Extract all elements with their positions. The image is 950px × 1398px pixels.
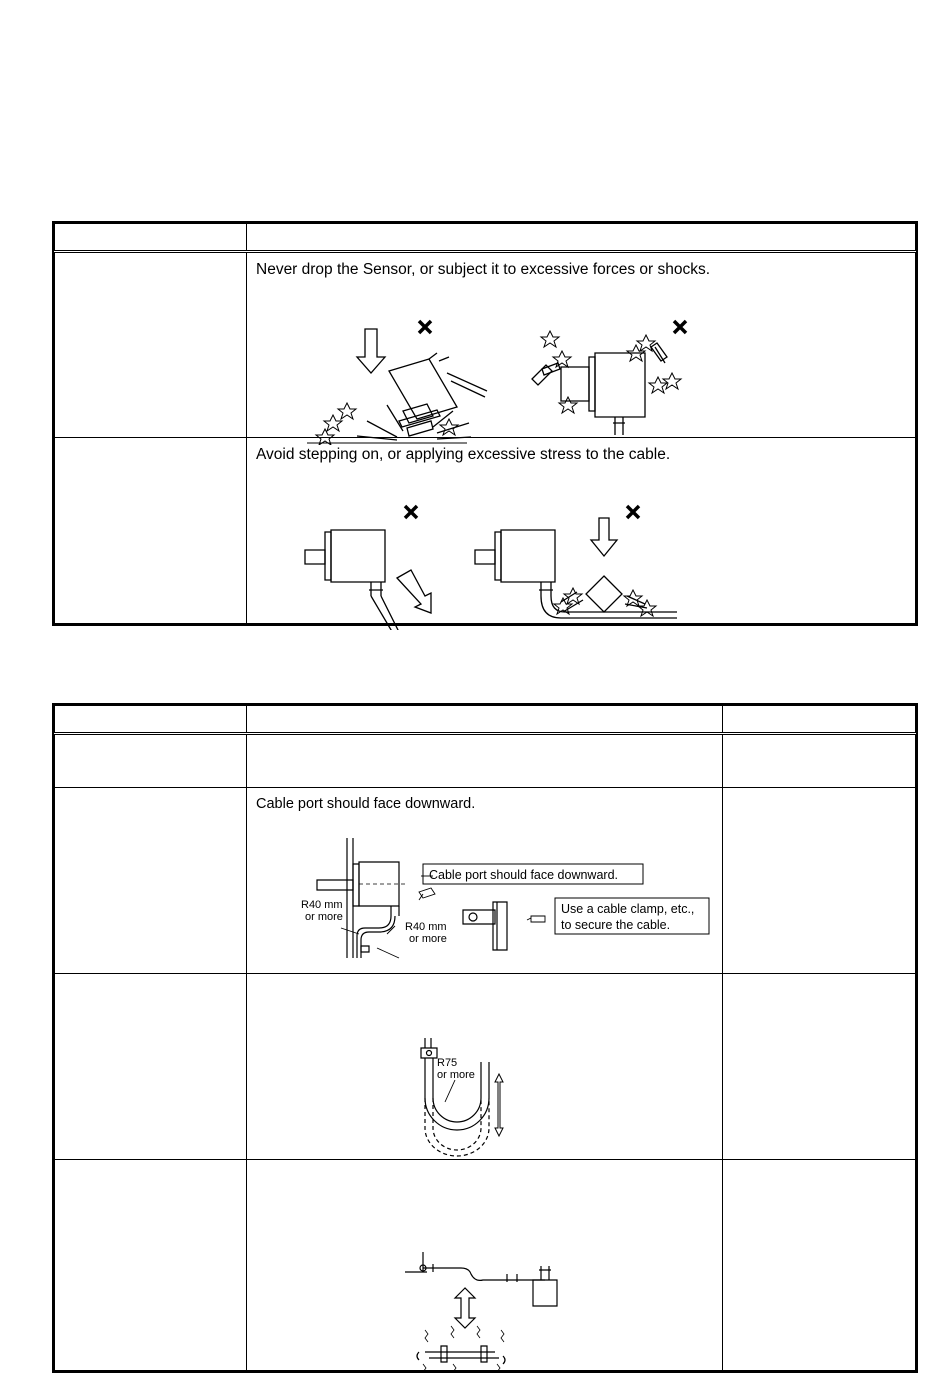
bending-arrow-icon <box>395 569 432 614</box>
label-cell <box>54 787 247 974</box>
callout-cable-clamp: to secure the cable. <box>561 918 670 932</box>
double-arrow-icon <box>453 1287 477 1329</box>
cable-stress-illustration <box>304 504 677 630</box>
table-row: Never drop the Sensor, or subject it to … <box>54 251 916 445</box>
cable-vibration-illustration <box>405 1252 558 1373</box>
cable-line <box>423 1264 545 1282</box>
table-row <box>54 733 916 788</box>
content-cell: Never drop the Sensor, or subject it to … <box>246 251 916 445</box>
sensor-drop-and-impact-illustration <box>307 319 688 445</box>
note-cell <box>722 973 916 1160</box>
header-cell <box>722 705 916 735</box>
header-cell <box>54 705 247 735</box>
pointing-hand-icon <box>418 887 436 901</box>
precaution-text: Never drop the Sensor, or subject it to … <box>256 261 711 278</box>
table-row: Avoid stepping on, or applying excessive… <box>54 437 916 630</box>
content-cell: Avoid stepping on, or applying excessive… <box>246 437 916 630</box>
header-cell <box>54 223 247 253</box>
label-cell <box>54 973 247 1160</box>
content-cell <box>246 1159 723 1373</box>
impact-lines <box>307 404 472 444</box>
callout-cable-clamp: Use a cable clamp, etc., <box>561 902 694 916</box>
precaution-text: Cable port should face downward. <box>256 796 476 812</box>
radius-label-b: or more <box>409 933 447 945</box>
label-cell <box>54 733 247 788</box>
note-cell <box>722 1159 916 1371</box>
prohibited-x-icon <box>625 504 641 520</box>
falling-arrow-icon <box>355 328 387 374</box>
u-bend-cable <box>424 1058 490 1131</box>
precautions-table-2: Cable port should face downward. <box>52 703 918 1373</box>
radius-label: or more <box>437 1069 475 1081</box>
callout-cable-port: Cable port should face downward. <box>429 868 618 882</box>
content-cell: R75 or more <box>246 973 723 1160</box>
leader-lines <box>340 875 433 959</box>
label-cell <box>54 251 247 438</box>
wall-mount <box>405 1252 427 1273</box>
radius-label-a: or more <box>305 911 343 923</box>
radius-label-b: R40 mm <box>405 921 447 933</box>
weight-block-icon <box>585 575 623 613</box>
content-cell: Cable port should face downward. <box>246 787 723 974</box>
sensor-body-icon <box>304 529 399 630</box>
sensor-body-icon <box>388 352 488 437</box>
content-cell <box>246 733 723 788</box>
radius-label-a: R40 mm <box>301 899 343 911</box>
header-cell <box>246 705 723 735</box>
note-cell <box>722 787 916 974</box>
sensor-body-icon <box>560 352 646 435</box>
table-header-row <box>54 705 916 735</box>
hammer-icon <box>531 362 561 386</box>
u-bend-cable-dashed <box>424 1098 490 1157</box>
cable-port-orientation-illustration: R40 mm or more R40 mm or more Cable port… <box>301 838 710 959</box>
falling-arrow-icon <box>589 517 619 558</box>
radius-label: R75 <box>437 1057 457 1069</box>
sensor-body-icon <box>532 1266 558 1307</box>
star-icon <box>552 586 658 618</box>
vibration-lines-icon <box>422 1325 505 1373</box>
cable-clamp-icon <box>420 1038 438 1059</box>
mounting-panel <box>346 838 354 958</box>
note-cell <box>722 733 916 788</box>
table-row <box>54 1159 916 1373</box>
prohibited-x-icon <box>403 504 419 520</box>
table-row: Cable port should face downward. <box>54 787 916 974</box>
star-icon <box>539 329 683 415</box>
vibrating-base <box>416 1345 506 1365</box>
prohibited-x-icon <box>417 319 433 335</box>
precaution-text: Avoid stepping on, or applying excessive… <box>256 446 671 463</box>
label-cell <box>54 437 247 624</box>
table-header-row <box>54 223 916 253</box>
hammer-icon <box>650 342 668 364</box>
impact-lines <box>560 591 648 613</box>
pointing-hand-icon <box>526 915 546 923</box>
table-row: R75 or more <box>54 973 916 1160</box>
sensor-body-icon <box>316 861 405 958</box>
double-arrow-icon <box>494 1072 504 1138</box>
label-cell <box>54 1159 247 1371</box>
sensor-body-icon <box>474 529 677 619</box>
cable-bend-radius-illustration: R75 or more <box>420 1038 504 1157</box>
precautions-table-1: Never drop the Sensor, or subject it to … <box>52 221 918 630</box>
star-icon <box>314 401 460 445</box>
cable-clamp-icon <box>462 901 508 951</box>
header-cell <box>246 223 916 253</box>
prohibited-x-icon <box>672 319 688 335</box>
